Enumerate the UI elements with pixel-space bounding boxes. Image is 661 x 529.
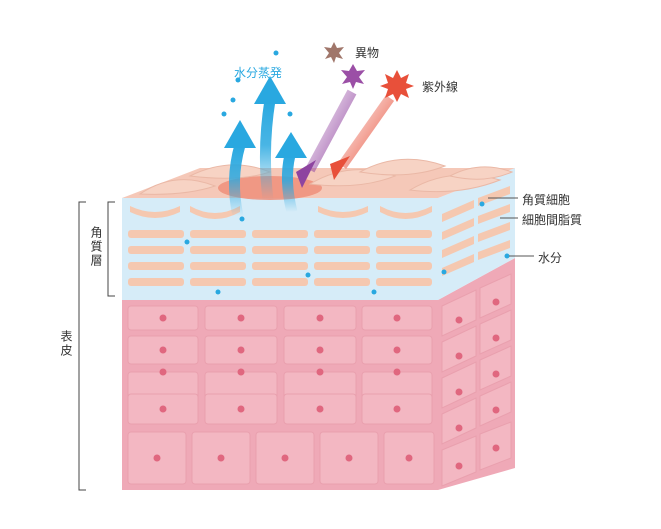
left-brackets — [78, 201, 115, 491]
label-foreign-matter: 異物 — [355, 46, 380, 60]
foreign-matter-icon — [324, 42, 365, 89]
label-keratinocyte: 角質細胞 — [522, 193, 571, 207]
leader-lines — [488, 197, 534, 257]
right-face — [438, 168, 515, 490]
uv-arrow — [330, 95, 395, 180]
label-water-evaporation: 水分蒸発 — [234, 66, 283, 80]
label-epidermis: 表皮 — [59, 330, 73, 358]
label-stratum-corneum: 角質層 — [89, 226, 103, 268]
uv-starburst-icon — [380, 70, 414, 102]
foreign-matter-arrow — [296, 89, 357, 188]
skin-top-surface — [122, 158, 515, 200]
label-intercellular-lipid: 細胞間脂質 — [522, 213, 583, 227]
water-arrow-icon — [221, 50, 307, 218]
epidermis-front — [122, 300, 438, 490]
stratum-corneum-front — [122, 198, 510, 300]
label-moisture: 水分 — [538, 251, 563, 265]
label-ultraviolet: 紫外線 — [422, 80, 459, 94]
